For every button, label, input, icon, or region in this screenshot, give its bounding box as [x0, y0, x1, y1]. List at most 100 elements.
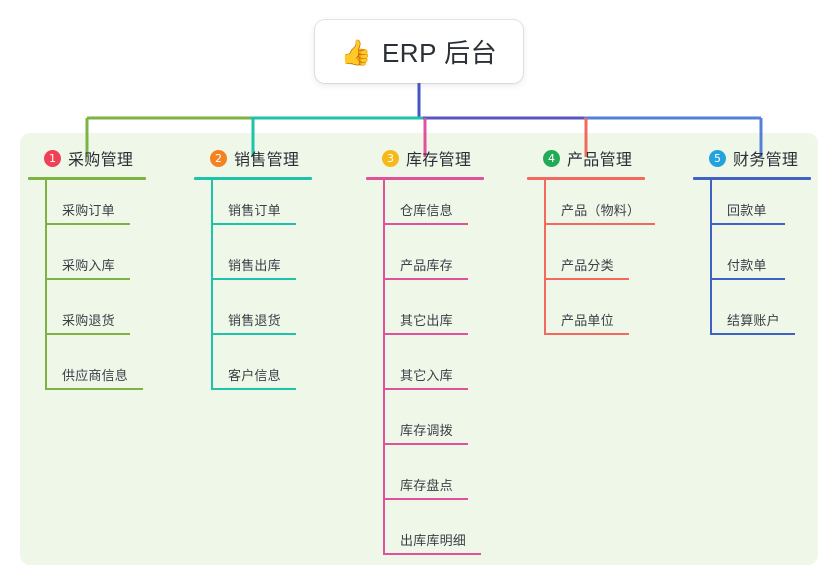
branch-column-3: 3 库存管理仓库信息产品库存其它出库其它入库库存调拨库存盘点出库库明细: [366, 146, 484, 565]
leaf-node[interactable]: 库存盘点: [384, 455, 484, 510]
branch-stem-2: [211, 180, 213, 390]
branch-children-3: 仓库信息产品库存其它出库其它入库库存调拨库存盘点出库库明细: [366, 180, 484, 565]
leaf-underline: [384, 388, 468, 390]
leaf-node[interactable]: 付款单: [711, 235, 811, 290]
leaf-underline: [46, 223, 130, 225]
leaf-label: 产品库存: [400, 258, 453, 273]
leaf-label: 其它出库: [400, 313, 453, 328]
branch-stem-5: [710, 180, 712, 335]
branch-badge-2: 2: [210, 149, 227, 167]
branch-underline-1: [28, 177, 146, 180]
leaf-underline: [384, 333, 468, 335]
leaf-underline: [212, 223, 296, 225]
leaf-underline: [545, 223, 655, 225]
branch-title-1: 采购管理: [68, 152, 134, 169]
leaf-label: 产品分类: [561, 258, 614, 273]
branch-header-1[interactable]: 1 采购管理: [28, 146, 146, 170]
leaf-label: 库存调拨: [400, 423, 453, 438]
branch-stem-4: [544, 180, 546, 335]
leaf-underline: [384, 278, 468, 280]
root-node-content: 👍 ERP 后台: [341, 33, 497, 70]
leaf-node[interactable]: 采购入库: [46, 235, 146, 290]
leaf-label: 采购退货: [62, 313, 115, 328]
leaf-label: 供应商信息: [62, 368, 129, 383]
branch-underline-3: [366, 177, 484, 180]
branch-badge-3: 3: [382, 149, 399, 167]
leaf-underline: [545, 278, 629, 280]
leaf-node[interactable]: 仓库信息: [384, 180, 484, 235]
leaf-node[interactable]: 采购退货: [46, 290, 146, 345]
leaf-node[interactable]: 客户信息: [212, 345, 312, 400]
leaf-underline: [46, 333, 130, 335]
leaf-underline: [46, 278, 130, 280]
leaf-underline: [384, 498, 468, 500]
branch-header-3[interactable]: 3 库存管理: [366, 146, 484, 170]
leaf-label: 回款单: [727, 203, 767, 218]
leaf-underline: [711, 333, 795, 335]
branches-panel: [20, 133, 818, 565]
leaf-node[interactable]: 产品单位: [545, 290, 645, 345]
leaf-underline: [212, 333, 296, 335]
leaf-label: 客户信息: [228, 368, 281, 383]
leaf-label: 销售出库: [228, 258, 281, 273]
leaf-node[interactable]: 结算账户: [711, 290, 811, 345]
branch-underline-4: [527, 177, 645, 180]
branch-children-2: 销售订单销售出库销售退货客户信息: [194, 180, 312, 400]
branch-title-5: 财务管理: [733, 152, 799, 169]
leaf-node[interactable]: 供应商信息: [46, 345, 146, 400]
branch-children-1: 采购订单采购入库采购退货供应商信息: [28, 180, 146, 400]
leaf-node[interactable]: 其它入库: [384, 345, 484, 400]
leaf-label: 产品（物料）: [561, 203, 641, 218]
leaf-label: 付款单: [727, 258, 767, 273]
branch-title-4: 产品管理: [567, 152, 633, 169]
branch-column-2: 2 销售管理销售订单销售出库销售退货客户信息: [194, 146, 312, 400]
leaf-node[interactable]: 出库库明细: [384, 510, 484, 565]
branch-stem-1: [45, 180, 47, 390]
leaf-label: 销售订单: [228, 203, 281, 218]
leaf-node[interactable]: 其它出库: [384, 290, 484, 345]
leaf-label: 其它入库: [400, 368, 453, 383]
branch-header-5[interactable]: 5 财务管理: [693, 146, 811, 170]
leaf-node[interactable]: 回款单: [711, 180, 811, 235]
root-node-title: ERP 后台: [381, 38, 498, 68]
leaf-label: 采购入库: [62, 258, 115, 273]
leaf-node[interactable]: 库存调拨: [384, 400, 484, 455]
leaf-underline: [545, 333, 629, 335]
leaf-underline: [711, 278, 785, 280]
leaf-node[interactable]: 产品库存: [384, 235, 484, 290]
thumbs-up-icon: 👍: [340, 38, 372, 67]
branch-stem-3: [383, 180, 385, 555]
leaf-underline: [212, 278, 296, 280]
leaf-node[interactable]: 销售订单: [212, 180, 312, 235]
branch-column-1: 1 采购管理采购订单采购入库采购退货供应商信息: [28, 146, 146, 400]
leaf-node[interactable]: 产品分类: [545, 235, 645, 290]
branch-column-5: 5 财务管理回款单付款单结算账户: [693, 146, 811, 345]
leaf-underline: [711, 223, 785, 225]
branch-children-4: 产品（物料） 产品分类产品单位: [527, 180, 655, 345]
branch-children-5: 回款单付款单结算账户: [693, 180, 811, 345]
leaf-label: 结算账户: [727, 313, 780, 328]
leaf-label: 产品单位: [561, 313, 614, 328]
leaf-node[interactable]: 销售出库: [212, 235, 312, 290]
leaf-underline: [384, 223, 468, 225]
branch-underline-2: [194, 177, 312, 180]
leaf-underline: [384, 443, 468, 445]
leaf-node[interactable]: 销售退货: [212, 290, 312, 345]
branch-badge-1: 1: [44, 149, 61, 167]
leaf-node[interactable]: 采购订单: [46, 180, 146, 235]
leaf-label: 销售退货: [228, 313, 281, 328]
leaf-node[interactable]: 产品（物料）: [545, 180, 655, 235]
branch-header-2[interactable]: 2 销售管理: [194, 146, 312, 170]
branch-badge-5: 5: [709, 149, 726, 167]
leaf-label: 出库库明细: [400, 533, 467, 548]
leaf-label: 采购订单: [62, 203, 115, 218]
root-node-card[interactable]: 👍 ERP 后台: [315, 20, 523, 83]
branch-title-3: 库存管理: [406, 152, 472, 169]
leaf-underline: [384, 553, 481, 555]
leaf-label: 仓库信息: [400, 203, 453, 218]
branch-title-2: 销售管理: [234, 152, 300, 169]
leaf-underline: [212, 388, 296, 390]
leaf-label: 库存盘点: [400, 478, 453, 493]
